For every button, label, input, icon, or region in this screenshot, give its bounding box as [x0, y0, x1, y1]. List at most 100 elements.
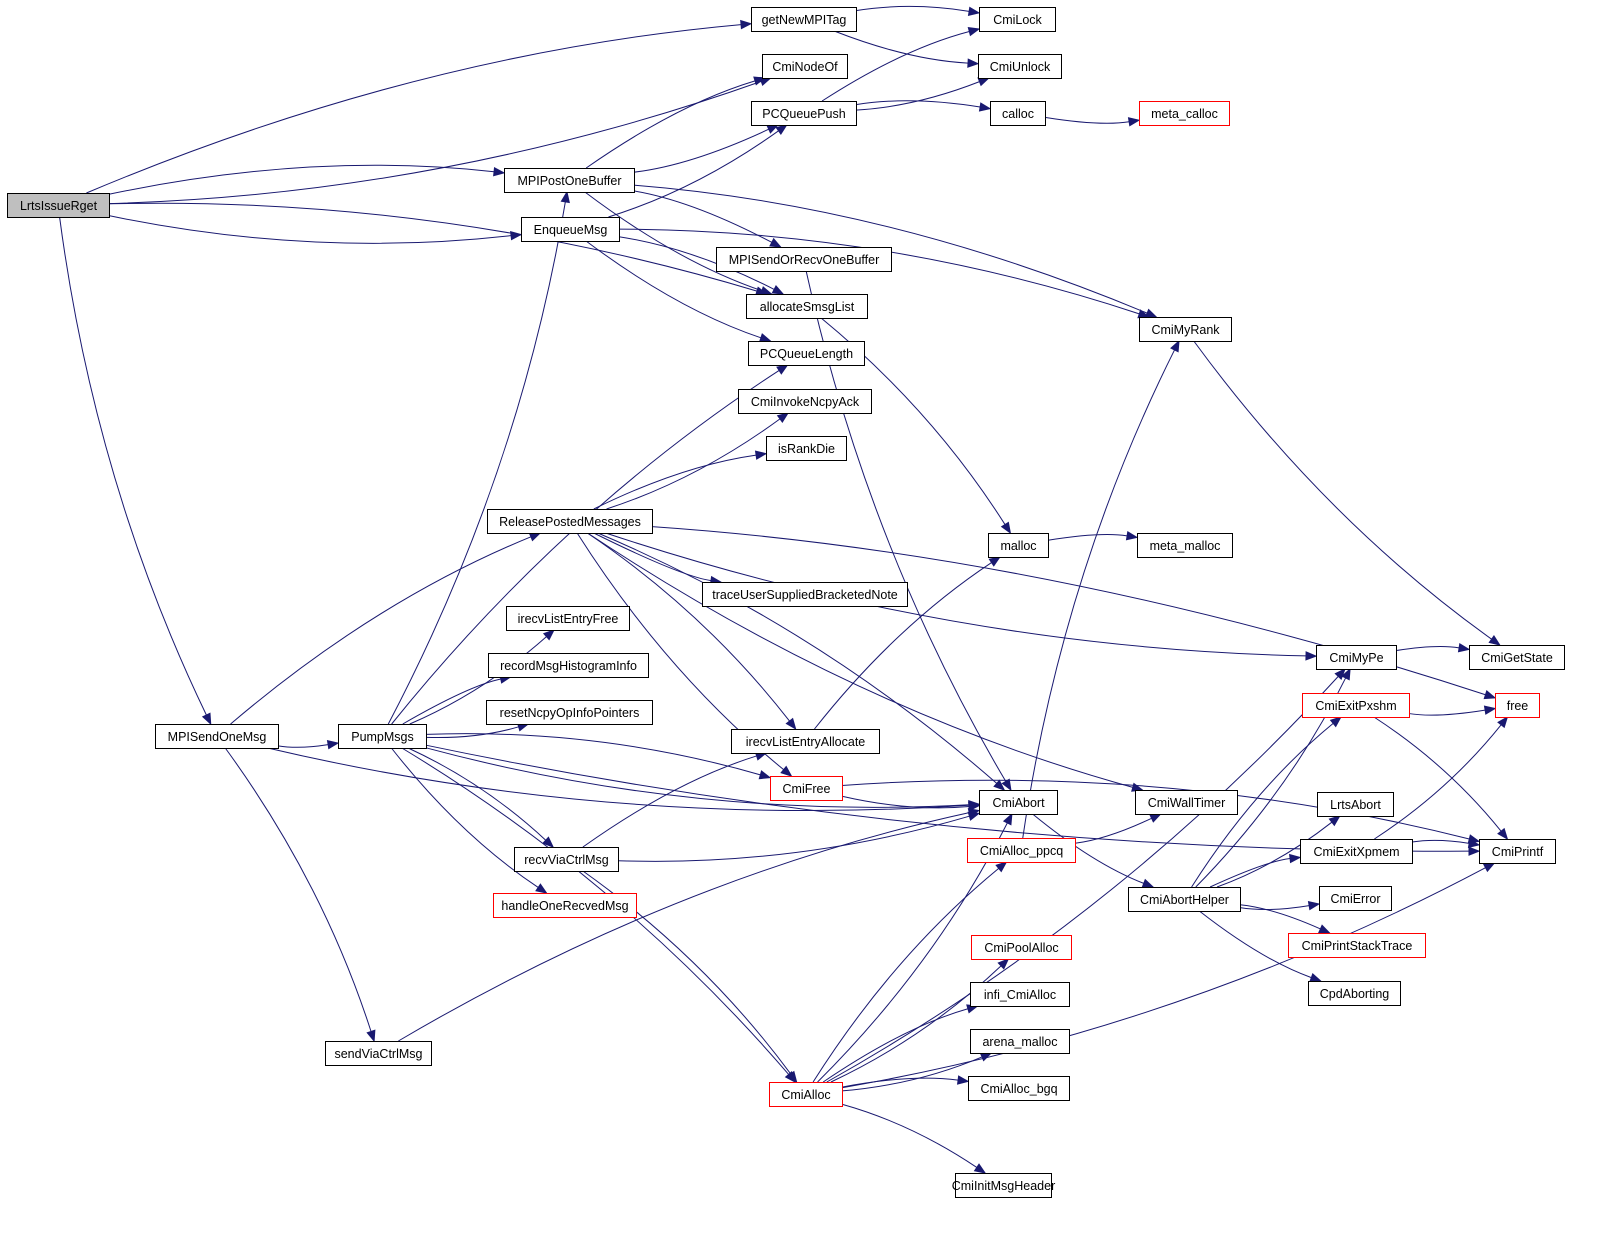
node-cmi-invoke-ncpy-ack[interactable]: CmiInvokeNcpyAck	[738, 389, 872, 414]
node-label: free	[1507, 699, 1529, 713]
node-is-rank-die[interactable]: isRankDie	[766, 436, 847, 461]
node-arena-malloc[interactable]: arena_malloc	[970, 1029, 1070, 1054]
node-cmi-print-stack-trace[interactable]: CmiPrintStackTrace	[1288, 933, 1426, 958]
node-lrts-abort[interactable]: LrtsAbort	[1317, 792, 1394, 817]
node-box	[1288, 933, 1426, 958]
node-meta-calloc[interactable]: meta_calloc	[1139, 101, 1230, 126]
node-cmi-alloc-ppcq[interactable]: CmiAlloc_ppcq	[967, 838, 1076, 863]
node-pc-queue-push[interactable]: PCQueuePush	[751, 101, 857, 126]
edge-cmi-abort-to-cmi-abort-helper	[1032, 813, 1144, 884]
node-mpi-send-or-recv-one-buffer[interactable]: MPISendOrRecvOneBuffer	[716, 247, 892, 272]
node-cpd-aborting[interactable]: CpdAborting	[1308, 981, 1401, 1006]
node-cmi-exit-pxshm[interactable]: CmiExitPxshm	[1302, 693, 1410, 718]
arrowhead-icon	[776, 412, 790, 424]
arrowhead-icon	[1483, 705, 1497, 715]
node-box	[970, 1029, 1070, 1054]
node-cmi-alloc-bgq[interactable]: CmiAlloc_bgq	[968, 1076, 1070, 1101]
arrowhead-icon	[968, 801, 981, 812]
node-box	[338, 724, 427, 749]
node-cmi-get-state[interactable]: CmiGetState	[1469, 645, 1565, 670]
node-allocate-smsg-list[interactable]: allocateSmsgList	[746, 294, 868, 319]
node-meta-malloc[interactable]: meta_malloc	[1137, 533, 1233, 558]
node-box	[1308, 981, 1401, 1006]
edge-mpi-post-one-buffer-to-cmi-node-of	[585, 80, 756, 169]
node-cmi-alloc[interactable]: CmiAlloc	[769, 1082, 843, 1107]
node-cmi-abort[interactable]: CmiAbort	[979, 790, 1058, 815]
node-box	[968, 1076, 1070, 1101]
edge-cmi-abort-helper-to-cmi-exit-pxshm	[1191, 722, 1334, 888]
edge-mpi-send-one-msg-to-pump-msgs	[277, 744, 329, 748]
node-cmi-wall-timer[interactable]: CmiWallTimer	[1135, 790, 1238, 815]
arrowhead-icon	[1318, 924, 1331, 934]
edge-release-posted-messages-to-cmi-abort	[597, 532, 998, 784]
node-cmi-error[interactable]: CmiError	[1319, 886, 1392, 911]
node-cmi-exit-xpmem[interactable]: CmiExitXpmem	[1300, 839, 1413, 864]
arrowhead-icon	[1141, 878, 1155, 888]
node-cmi-node-of[interactable]: CmiNodeOf	[762, 54, 848, 79]
node-calloc[interactable]: calloc	[990, 101, 1046, 126]
node-reset-ncpy-op-info-pointers[interactable]: resetNcpyOpInfoPointers	[486, 700, 653, 725]
node-box	[716, 247, 892, 272]
edge-pump-msgs-to-cmi-printf	[425, 744, 1470, 852]
node-box	[990, 101, 1046, 126]
arrowhead-icon	[786, 1070, 798, 1084]
edge-pump-msgs-to-recv-via-ctrl-msg	[407, 747, 547, 841]
node-cmi-my-pe[interactable]: CmiMyPe	[1316, 645, 1397, 670]
edge-pump-msgs-to-record-msg-histogram-info	[402, 678, 501, 725]
node-irecv-list-entry-free[interactable]: irecvListEntryFree	[506, 606, 630, 631]
edge-irecv-list-entry-allocate-to-malloc	[814, 562, 992, 730]
node-box	[1319, 886, 1392, 911]
node-enqueue-msg[interactable]: EnqueueMsg	[521, 217, 620, 242]
node-cmi-unlock[interactable]: CmiUnlock	[978, 54, 1062, 79]
node-mpi-send-one-msg[interactable]: MPISendOneMsg	[155, 724, 279, 749]
edge-pump-msgs-to-cmi-abort	[425, 747, 970, 808]
edge-cmi-free-to-cmi-printf	[841, 779, 1470, 840]
node-cmi-pool-alloc[interactable]: CmiPoolAlloc	[971, 935, 1072, 960]
node-cmi-my-rank[interactable]: CmiMyRank	[1139, 317, 1232, 342]
edge-cmi-exit-xpmem-to-cmi-printf	[1411, 839, 1470, 844]
arrowhead-icon	[967, 58, 980, 68]
node-recv-via-ctrl-msg[interactable]: recvViaCtrlMsg	[514, 847, 619, 872]
arrowhead-icon	[977, 77, 991, 87]
edge-get-new-mpi-tag-to-cmi-lock	[855, 5, 970, 12]
node-record-msg-histogram-info[interactable]: recordMsgHistogramInfo	[488, 653, 649, 678]
node-free[interactable]: free	[1495, 693, 1540, 718]
node-box	[766, 436, 847, 461]
node-label: meta_calloc	[1151, 107, 1218, 121]
node-box	[1302, 693, 1410, 718]
arrowhead-icon	[493, 166, 506, 177]
arrowhead-icon	[1289, 853, 1302, 864]
edge-mpi-post-one-buffer-to-allocate-smsg-list	[584, 191, 763, 292]
node-cmi-printf[interactable]: CmiPrintf	[1479, 839, 1556, 864]
node-lrts-issue-rget[interactable]: LrtsIssueRget	[7, 193, 110, 218]
edge-release-posted-messages-to-cmi-wall-timer	[587, 532, 1133, 788]
edge-mpi-send-one-msg-to-cmi-abort	[267, 747, 970, 812]
arrowhead-icon	[967, 808, 981, 818]
node-irecv-list-entry-allocate[interactable]: irecvListEntryAllocate	[731, 729, 880, 754]
node-label: PCQueueLength	[760, 347, 853, 361]
node-label: CmiMyPe	[1329, 651, 1383, 665]
node-mpi-post-one-buffer[interactable]: MPIPostOneBuffer	[504, 168, 635, 193]
node-malloc[interactable]: malloc	[988, 533, 1049, 558]
node-cmi-abort-helper[interactable]: CmiAbortHelper	[1128, 887, 1241, 912]
node-pc-queue-length[interactable]: PCQueueLength	[748, 341, 865, 366]
node-get-new-mpi-tag[interactable]: getNewMPITag	[751, 7, 857, 32]
arrowhead-icon	[528, 532, 542, 542]
edge-pump-msgs-to-mpi-post-one-buffer	[387, 201, 566, 725]
node-infi-cmi-alloc[interactable]: infi_CmiAlloc	[970, 982, 1070, 1007]
arrowhead-icon	[326, 740, 340, 750]
node-cmi-free[interactable]: CmiFree	[770, 776, 843, 801]
node-trace-user-supplied-bracketed-note[interactable]: traceUserSuppliedBracketedNote	[702, 582, 908, 607]
node-release-posted-messages[interactable]: ReleasePostedMessages	[487, 509, 653, 534]
node-handle-one-recved-msg[interactable]: handleOneRecvedMsg	[493, 893, 637, 918]
edge-cmi-abort-helper-to-cmi-print-stack-trace	[1239, 904, 1321, 930]
edge-pump-msgs-to-cmi-free	[425, 733, 761, 776]
arrowhead-icon	[775, 124, 788, 135]
node-send-via-ctrl-msg[interactable]: sendViaCtrlMsg	[325, 1041, 432, 1066]
node-box	[514, 847, 619, 872]
node-cmi-init-msg-header[interactable]: CmiInitMsgHeader	[952, 1173, 1056, 1198]
node-cmi-lock[interactable]: CmiLock	[979, 7, 1056, 32]
node-pump-msgs[interactable]: PumpMsgs	[338, 724, 427, 749]
node-box	[971, 935, 1072, 960]
arrowhead-icon	[1341, 667, 1351, 681]
